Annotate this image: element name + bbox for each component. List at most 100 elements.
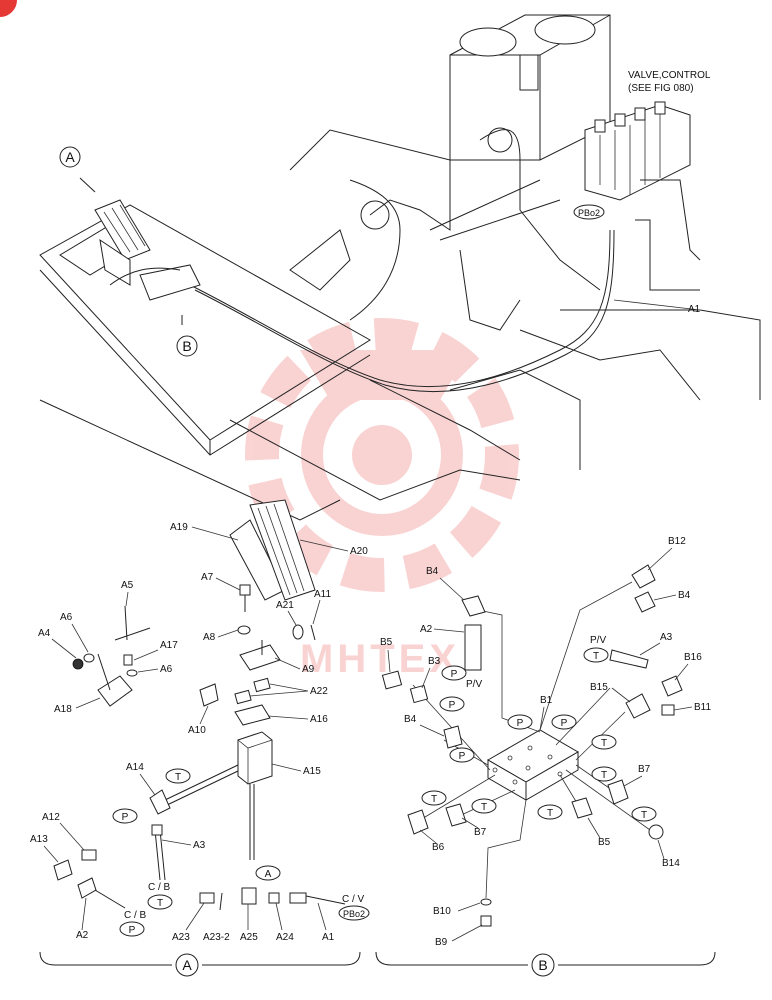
tag-b-t5-text: T	[481, 802, 487, 813]
label-a23: A23	[172, 932, 190, 943]
tag-b-t6-text: T	[547, 808, 553, 819]
section-b-parts	[381, 564, 683, 927]
label-a9: A9	[302, 664, 315, 675]
label-b6: B6	[432, 842, 445, 853]
tag-b-p4-text: P	[561, 718, 568, 729]
see-fig-label: (SEE FIG 080)	[628, 83, 694, 94]
label-a12: A12	[42, 812, 60, 823]
pedal-assembly-overview	[94, 199, 201, 301]
label-a16: A16	[310, 714, 328, 725]
label-a5: A5	[121, 580, 134, 591]
tag-b-p4	[551, 714, 577, 730]
tag-b-t4-text: T	[431, 794, 437, 805]
tag-b-t2-text: T	[601, 738, 607, 749]
label-a4: A4	[38, 628, 51, 639]
section-brackets: A B	[39, 951, 716, 977]
label-cb2: C / B	[124, 910, 147, 921]
tag-t2	[147, 894, 173, 910]
label-a25: A25	[240, 932, 258, 943]
tag-b-p5	[449, 747, 475, 763]
label-b10: B10	[433, 906, 451, 917]
view-b-marker	[176, 335, 198, 357]
section-a-parts	[53, 499, 346, 911]
label-a8: A8	[203, 632, 216, 643]
tag-b-t3-text: T	[601, 770, 607, 781]
label-a24: A24	[276, 932, 294, 943]
section-b-marker	[531, 953, 555, 977]
tag-b-p3-text: P	[517, 718, 524, 729]
tag-a-port	[255, 865, 281, 881]
tag-p1-text: P	[122, 812, 129, 823]
label-a17: A17	[160, 640, 178, 651]
label-b7: B7	[638, 764, 651, 775]
label-a14: A14	[126, 762, 144, 773]
label-b7b: B7	[474, 827, 487, 838]
label-b4: B4	[426, 566, 439, 577]
a1-top-label: A1	[688, 304, 701, 315]
label-cb1: C / B	[148, 882, 171, 893]
tag-b-p2-text: P	[449, 700, 456, 711]
watermark-text: MHTEX	[300, 637, 460, 681]
tag-b-p3	[507, 714, 533, 730]
tag-p2	[119, 921, 145, 937]
label-a20: A20	[350, 546, 368, 557]
tag-t1-text: T	[175, 772, 181, 783]
label-b16: B16	[684, 652, 702, 663]
tag-b-t3	[591, 766, 617, 782]
view-b-label: B	[182, 338, 191, 354]
label-a21: A21	[276, 600, 294, 611]
label-a23-2: A23-2	[203, 932, 230, 943]
tag-b-p1-text: P	[451, 669, 458, 680]
machine-overview	[39, 14, 761, 521]
label-b15: B15	[590, 682, 608, 693]
tag-b-t7	[631, 806, 657, 822]
label-b3: B3	[428, 656, 441, 667]
label-b-a3: A3	[660, 632, 673, 643]
tag-p2-text: P	[129, 925, 136, 936]
section-b-label: B	[538, 957, 547, 973]
label-b4c: B4	[404, 714, 417, 725]
pbo2-top-tag	[573, 204, 605, 220]
label-a3: A3	[193, 840, 206, 851]
section-b-labels: B12 B4 B4 A2 B5 B3 P/V P P P/V T A3 B16 …	[380, 536, 711, 948]
label-b12: B12	[668, 536, 686, 547]
label-a2: A2	[76, 930, 89, 941]
tag-b-t4	[421, 790, 447, 806]
section-a-marker	[175, 953, 199, 977]
tag-p1	[112, 808, 138, 824]
tag-b-t2	[591, 734, 617, 750]
label-a22: A22	[310, 686, 328, 697]
section-a-labels: A19 A20 A7 A8 A21 A11 A9 A22 A16 A10 A15…	[30, 522, 370, 943]
tag-b-t7-text: T	[641, 810, 647, 821]
label-b-a2: A2	[420, 624, 433, 635]
tag-b-t5	[471, 798, 497, 814]
label-a13: A13	[30, 834, 48, 845]
tag-b-p1	[441, 665, 467, 681]
tag-b-p5-text: P	[459, 751, 466, 762]
label-a19: A19	[170, 522, 188, 533]
label-b11: B11	[694, 702, 711, 713]
label-b9: B9	[435, 937, 448, 948]
label-a10: A10	[188, 725, 206, 736]
manifold-block	[487, 729, 579, 801]
label-a7: A7	[201, 572, 214, 583]
pbo2-top-label: PBo2	[578, 208, 600, 218]
control-valve	[584, 101, 691, 201]
label-b5b: B5	[598, 837, 611, 848]
label-a6b: A6	[160, 664, 173, 675]
label-a11: A11	[314, 589, 331, 600]
label-a15: A15	[303, 766, 321, 777]
label-a18: A18	[54, 704, 72, 715]
view-a-marker	[59, 146, 81, 168]
tag-b-t1-text: T	[593, 651, 599, 662]
watermark-logo	[245, 318, 519, 592]
label-b1: B1	[540, 695, 553, 706]
label-a6: A6	[60, 612, 73, 623]
label-b5: B5	[380, 637, 393, 648]
tag-pbo2-text: PBo2	[343, 909, 365, 919]
tag-pbo2	[338, 905, 370, 921]
tag-t2-text: T	[157, 898, 163, 909]
section-a-label: A	[182, 957, 192, 973]
label-a1: A1	[322, 932, 335, 943]
tag-t1	[165, 768, 191, 784]
